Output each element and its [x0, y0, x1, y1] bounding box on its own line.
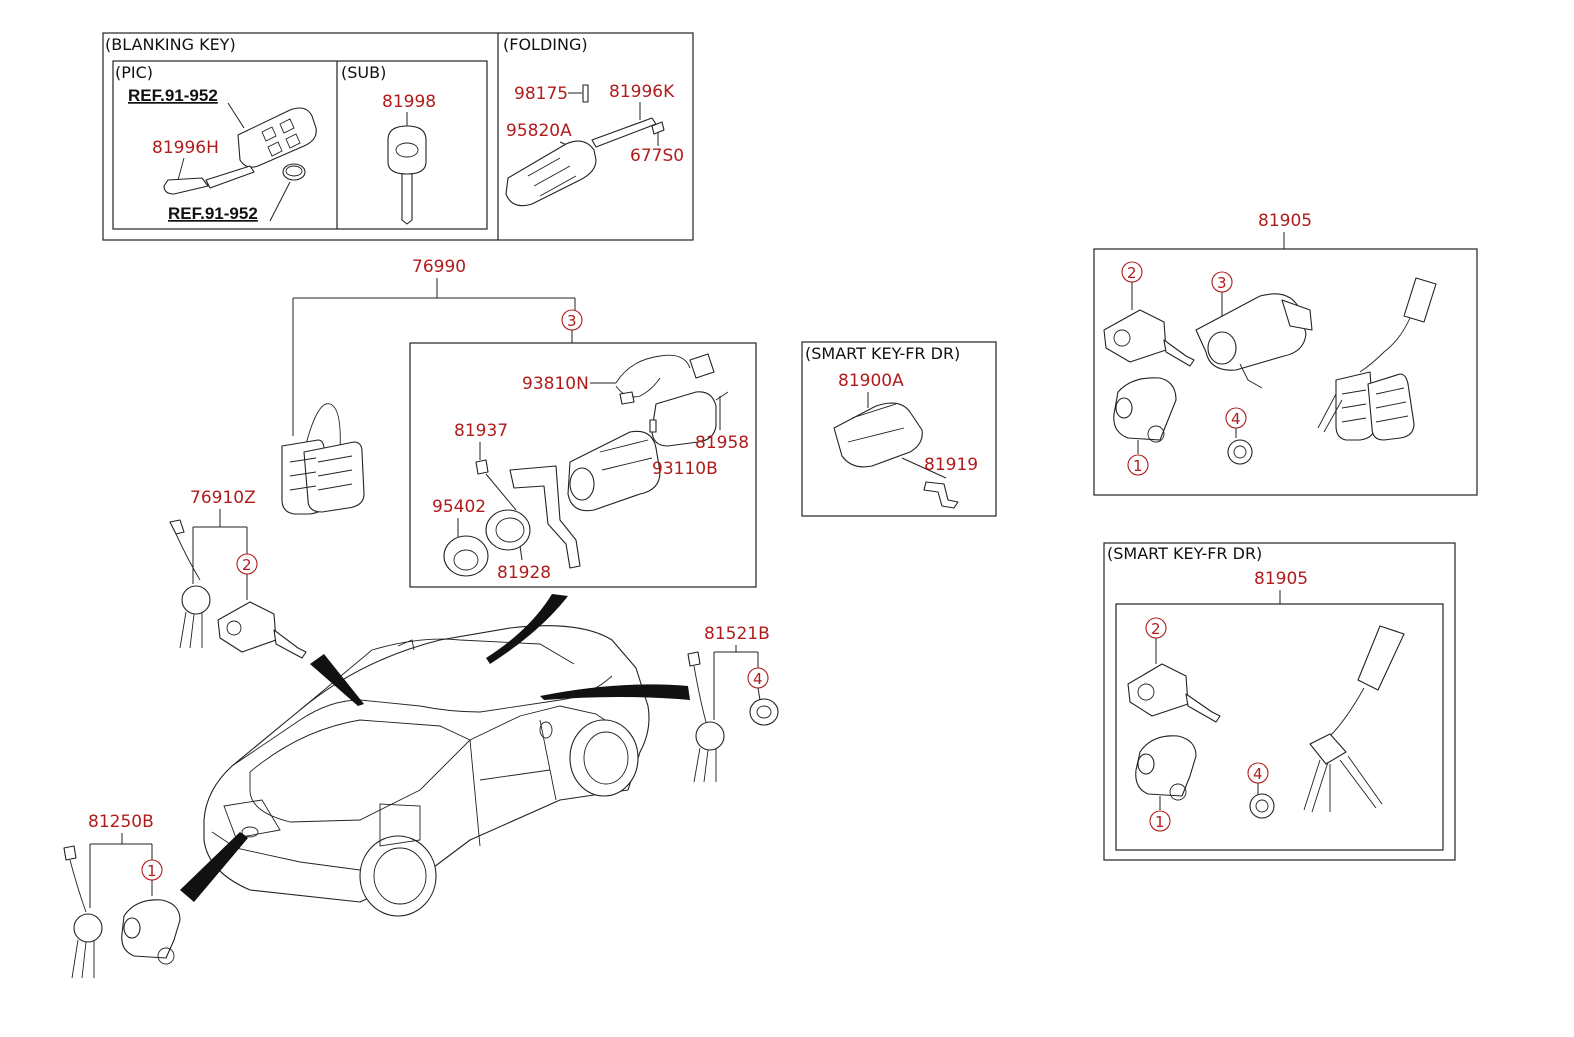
part-81937: 81937: [454, 421, 508, 441]
kit-76910Z: 76910Z 2: [169, 488, 307, 659]
smart-key-fob-drawing: [237, 107, 317, 168]
pin-98175-drawing: [582, 84, 589, 103]
ring-81928-drawing: [485, 509, 531, 551]
emergency-key-blade-drawing: [163, 157, 255, 195]
smart-key-fr-dr-right: (SMART KEY-FR DR) 81905 2 1 4: [1103, 542, 1456, 861]
coin-battery-drawing: [282, 163, 306, 181]
kit-76990-group: 76990 3: [281, 257, 583, 515]
callout-3-center: 3: [567, 312, 577, 330]
callout-4-r2: 4: [1253, 765, 1263, 783]
pic-header: (PIC): [115, 63, 153, 82]
part-81996K: 81996K: [609, 82, 675, 102]
part-95820A: 95820A: [506, 121, 572, 141]
trunk-lock-81250B-drawing: [121, 899, 181, 965]
smart-key-right-outer-frame: [1103, 542, 1456, 861]
folding-key-fob-drawing: [505, 140, 597, 207]
lock-bracket-drawing: [509, 465, 581, 569]
callout-2-r1: 2: [1127, 264, 1137, 282]
part-95402: 95402: [432, 497, 486, 517]
folding-header: (FOLDING): [503, 35, 588, 54]
screw-677S0-drawing: [651, 121, 665, 135]
callout-2-left: 2: [242, 556, 252, 574]
keys-81521B-drawing: [687, 651, 725, 783]
callout-3-r1: 3: [1217, 274, 1227, 292]
callout-4-r1: 4: [1231, 410, 1241, 428]
kit-81521B: 81521B 4: [687, 624, 779, 783]
folding-keys-76990-drawing: [281, 403, 365, 515]
part-81996H: 81996H: [152, 138, 219, 158]
key-set-r2-drawing: [1303, 625, 1405, 813]
door-module-drawing: [833, 402, 923, 468]
part-98175: 98175: [514, 84, 568, 104]
bolt-81919-drawing: [923, 481, 959, 509]
part-93110B: 93110B: [652, 459, 718, 479]
door-lock-76910Z-drawing: [217, 601, 307, 659]
blanking-key-header: (BLANKING KEY): [105, 35, 236, 54]
kit-81250B: 81250B 1: [63, 812, 181, 979]
callout-1-bottom: 1: [147, 862, 157, 880]
cap-81521B-drawing: [749, 698, 779, 726]
callout-4-mid: 4: [753, 670, 763, 688]
ignition-cylinder-drawing: [567, 430, 661, 512]
trunk-lock-r1-drawing: [1113, 377, 1177, 443]
smart-key-mid-header: (SMART KEY-FR DR): [805, 344, 960, 363]
keys-76910Z-drawing: [169, 519, 211, 649]
part-81250B: 81250B: [88, 812, 154, 832]
screw-81937-drawing: [475, 459, 489, 475]
smart-key-right-inner-frame: [1115, 603, 1444, 851]
ignition-lock-box: 93810N 81937 81958 93110B 95402: [409, 342, 757, 588]
kit-81905-top: 81905 2 3 1 4: [1093, 211, 1478, 496]
callout-1-r1: 1: [1133, 457, 1143, 475]
ref-label-top: REF.91-952: [128, 86, 218, 105]
car-drawing: [203, 625, 650, 917]
part-81928: 81928: [497, 563, 551, 583]
part-81919: 81919: [924, 455, 978, 475]
wedge-trunk: [180, 832, 248, 902]
cap-r2-drawing: [1249, 793, 1275, 819]
part-76990: 76990: [412, 257, 466, 277]
part-81958: 81958: [695, 433, 749, 453]
part-81905-bottom: 81905: [1254, 569, 1308, 589]
part-81905-top: 81905: [1258, 211, 1312, 231]
sub-key-drawing: [387, 125, 427, 225]
folding-blade-drawing: [591, 117, 657, 148]
ref-label-bottom: REF.91-952: [168, 204, 258, 223]
keys-81250B-drawing: [63, 845, 103, 979]
pic-sub-frame: [112, 60, 488, 230]
kit-81905-top-frame: [1093, 248, 1478, 496]
door-lock-cylinder-r2-drawing: [1127, 663, 1221, 723]
ignition-assembly-r1-drawing: [1195, 293, 1313, 389]
part-81900A: 81900A: [838, 371, 904, 391]
callout-1-r2: 1: [1155, 813, 1165, 831]
smart-key-right-header: (SMART KEY-FR DR): [1107, 544, 1262, 563]
ignition-box-frame: [409, 342, 757, 588]
door-lock-cylinder-r1-drawing: [1103, 309, 1195, 367]
key-set-r1-drawing: [1317, 277, 1437, 441]
steering-lock-actuator-drawing: [649, 391, 729, 447]
wiring-harness-drawing: [615, 353, 715, 405]
wedge-right-door: [540, 684, 690, 700]
pointer-wedges: [180, 594, 690, 902]
wedge-front-door: [310, 654, 364, 706]
ring-95402-drawing: [443, 535, 489, 577]
ref-top-leader: [227, 102, 245, 129]
sub-header: (SUB): [341, 63, 386, 82]
blanking-key-panel: (BLANKING KEY) (PIC) (SUB) (FOLDING) REF…: [102, 32, 694, 241]
part-677S0: 677S0: [630, 146, 684, 166]
ref-bottom-leader: [269, 181, 291, 222]
cap-r1-drawing: [1227, 439, 1253, 465]
trunk-lock-r2-drawing: [1135, 735, 1197, 801]
part-93810N: 93810N: [522, 374, 589, 394]
part-81998: 81998: [382, 92, 436, 112]
smart-key-mid-frame: [801, 341, 997, 517]
wedge-ignition: [486, 594, 568, 664]
smart-key-fr-dr-mid: (SMART KEY-FR DR) 81900A 81919: [801, 341, 997, 517]
blanking-key-frame: [102, 32, 694, 241]
part-76910Z: 76910Z: [190, 488, 256, 508]
callout-2-r2: 2: [1151, 620, 1161, 638]
part-81521B: 81521B: [704, 624, 770, 644]
